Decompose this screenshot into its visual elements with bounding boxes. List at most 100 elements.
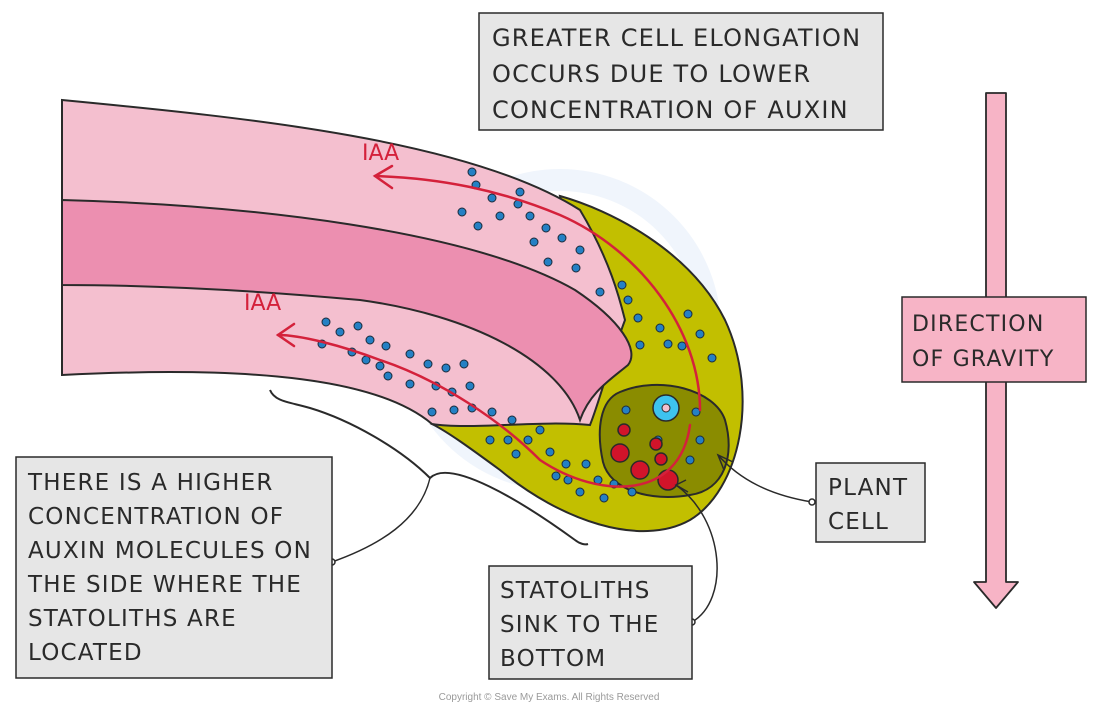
auxin-dot bbox=[321, 317, 331, 327]
auxin-dot bbox=[655, 323, 665, 333]
statolith bbox=[617, 423, 631, 437]
auxin-dot bbox=[503, 435, 513, 445]
auxin-dot bbox=[525, 211, 535, 221]
label-higher-concentration: THERE IS A HIGHER CONCENTRATION OF AUXIN… bbox=[15, 456, 333, 679]
statolith bbox=[610, 443, 630, 463]
auxin-dot bbox=[535, 425, 545, 435]
statolith bbox=[654, 452, 668, 466]
left-box-line-2: CONCENTRATION OF bbox=[28, 504, 284, 530]
auxin-dot bbox=[575, 487, 585, 497]
auxin-dot bbox=[353, 321, 363, 331]
auxin-dot bbox=[621, 405, 631, 415]
auxin-dot bbox=[627, 487, 637, 497]
auxin-molecules bbox=[317, 167, 717, 503]
auxin-dot bbox=[467, 167, 477, 177]
auxin-dot bbox=[515, 187, 525, 197]
auxin-dot bbox=[473, 221, 483, 231]
auxin-dot bbox=[449, 405, 459, 415]
nucleus bbox=[652, 394, 680, 422]
iaa-lower-arrow bbox=[276, 333, 692, 488]
copyright-notice: Copyright © Save My Exams. All Rights Re… bbox=[439, 692, 660, 703]
auxin-dot bbox=[617, 280, 627, 290]
top-box-line-2: OCCURS DUE TO LOWER bbox=[492, 60, 811, 88]
auxin-dot bbox=[599, 493, 609, 503]
top-box-line-1: GREATER CELL ELONGATION bbox=[492, 24, 861, 52]
statoliths-line-1: STATOLITHS bbox=[500, 578, 651, 604]
auxin-dot bbox=[543, 257, 553, 267]
auxin-dot bbox=[571, 263, 581, 273]
auxin-dot bbox=[495, 211, 505, 221]
auxin-dot bbox=[557, 233, 567, 243]
auxin-dot bbox=[541, 223, 551, 233]
left-box-line-6: LOCATED bbox=[28, 640, 143, 666]
auxin-dot bbox=[633, 313, 643, 323]
iaa-lower-label: IAA bbox=[244, 291, 281, 316]
auxin-dot bbox=[381, 341, 391, 351]
auxin-dot bbox=[677, 341, 687, 351]
auxin-dot bbox=[487, 407, 497, 417]
left-box-line-4: THE SIDE WHERE THE bbox=[27, 572, 302, 598]
statolith bbox=[630, 460, 650, 480]
auxin-dot bbox=[375, 361, 385, 371]
auxin-dot bbox=[427, 407, 437, 417]
auxin-dot bbox=[405, 379, 415, 389]
left-box-line-5: STATOLITHS ARE bbox=[28, 606, 237, 632]
leader-statoliths bbox=[675, 484, 718, 623]
auxin-dot bbox=[695, 435, 705, 445]
auxin-dot bbox=[685, 455, 695, 465]
label-greater-elongation: GREATER CELL ELONGATION OCCURS DUE TO LO… bbox=[478, 12, 884, 131]
left-box-line-3: AUXIN MOLECULES ON bbox=[28, 538, 312, 564]
left-box-line-1: THERE IS A HIGHER bbox=[27, 470, 274, 496]
auxin-dot bbox=[487, 193, 497, 203]
auxin-dot bbox=[695, 329, 705, 339]
auxin-dot bbox=[441, 363, 451, 373]
statoliths bbox=[610, 423, 679, 491]
iaa-upper-label: IAA bbox=[362, 141, 399, 166]
label-plant-cell: PLANT CELL bbox=[815, 462, 926, 543]
top-box-line-3: CONCENTRATION OF AUXIN bbox=[492, 96, 849, 124]
auxin-side-bracket bbox=[269, 389, 589, 546]
auxin-dot bbox=[575, 245, 585, 255]
auxin-dot bbox=[595, 287, 605, 297]
auxin-dot bbox=[545, 447, 555, 457]
auxin-dot bbox=[691, 407, 701, 417]
auxin-dot bbox=[511, 449, 521, 459]
auxin-dot bbox=[561, 459, 571, 469]
statolith bbox=[649, 437, 663, 451]
auxin-dot bbox=[365, 335, 375, 345]
auxin-dot bbox=[405, 349, 415, 359]
auxin-dot bbox=[663, 339, 673, 349]
auxin-dot bbox=[335, 327, 345, 337]
auxin-dot bbox=[507, 415, 517, 425]
plant-cell-line-2: CELL bbox=[828, 509, 889, 535]
statolith bbox=[657, 469, 679, 491]
auxin-dot bbox=[623, 295, 633, 305]
auxin-dot bbox=[485, 435, 495, 445]
iaa-upper-arrow bbox=[373, 174, 702, 412]
auxin-dot bbox=[523, 435, 533, 445]
auxin-dot bbox=[551, 471, 561, 481]
root-vascular-band bbox=[61, 198, 633, 424]
plant-cell-line-1: PLANT bbox=[828, 475, 908, 501]
label-direction-of-gravity: DIRECTION OF GRAVITY bbox=[901, 296, 1087, 383]
leader-plant-cell bbox=[717, 454, 813, 503]
root bbox=[61, 98, 744, 533]
auxin-dot bbox=[383, 371, 393, 381]
auxin-dot bbox=[457, 207, 467, 217]
auxin-dot bbox=[683, 309, 693, 319]
gravity-box-line-1: DIRECTION bbox=[912, 312, 1044, 337]
auxin-dot bbox=[465, 381, 475, 391]
leader-left bbox=[331, 477, 431, 563]
auxin-dot bbox=[581, 459, 591, 469]
statoliths-line-3: BOTTOM bbox=[500, 646, 606, 672]
auxin-dot bbox=[529, 237, 539, 247]
label-statoliths-sink: STATOLITHS SINK TO THE BOTTOM bbox=[488, 565, 693, 680]
auxin-dot bbox=[707, 353, 717, 363]
gravity-box-line-2: OF GRAVITY bbox=[912, 347, 1054, 372]
auxin-dot bbox=[459, 359, 469, 369]
auxin-dot bbox=[423, 359, 433, 369]
auxin-dot bbox=[635, 340, 645, 350]
statoliths-line-2: SINK TO THE bbox=[500, 612, 660, 638]
iaa-arrows bbox=[275, 164, 702, 488]
